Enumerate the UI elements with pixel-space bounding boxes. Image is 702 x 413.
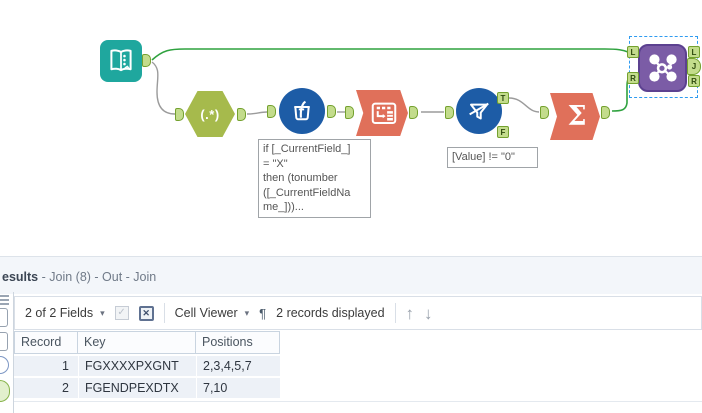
results-grid: Record Key Positions 1 FGXXXXPXGNT 2,3,4… <box>14 331 280 398</box>
panel-run-icon[interactable] <box>0 380 10 402</box>
results-titlebar: esults - Join (8) - Out - Join <box>0 256 702 294</box>
cell-record[interactable]: 1 <box>14 356 78 376</box>
tool-join[interactable] <box>638 44 687 92</box>
filter-true-anchor[interactable]: T <box>497 92 509 104</box>
filter-annotation[interactable]: [Value] != "0" <box>447 147 538 168</box>
regex-input-anchor[interactable] <box>175 108 184 121</box>
panel-circle-icon[interactable] <box>0 356 9 374</box>
cell-positions[interactable]: 2,3,4,5,7 <box>196 356 280 376</box>
select-all-checkbox-icon[interactable]: ✓ <box>114 306 129 320</box>
records-displayed-label: 2 records displayed <box>276 306 385 320</box>
tool-transpose[interactable] <box>356 90 408 136</box>
table-row[interactable]: 2 FGENDPEXDTX 7,10 <box>14 378 280 398</box>
join-right-output-anchor[interactable]: R <box>688 75 700 87</box>
transpose-input-anchor[interactable] <box>345 106 354 119</box>
beaker-formula-icon <box>294 100 310 121</box>
deselect-box-icon[interactable]: ✕ <box>138 305 154 321</box>
arrow-down-icon[interactable]: ↓ <box>424 303 433 323</box>
workflow-canvas[interactable]: (.*) <box>0 0 702 256</box>
column-header-record[interactable]: Record <box>14 331 78 354</box>
panel-list-icon[interactable] <box>0 293 9 307</box>
panel-toggle-icon[interactable] <box>0 308 8 327</box>
regex-output-anchor[interactable] <box>237 108 246 121</box>
horizontal-scrollbar-area[interactable] <box>14 401 702 413</box>
filter-input-anchor[interactable] <box>445 106 454 119</box>
results-title: esults - Join (8) - Out - Join <box>2 270 156 284</box>
sigma-icon: Σ <box>567 101 587 132</box>
anchor-label-t: T <box>500 93 506 103</box>
panel-toggle-icon[interactable] <box>0 332 8 351</box>
regex-pattern-label: (.*) <box>200 106 220 122</box>
chevron-down-icon[interactable]: ▾ <box>100 307 105 318</box>
toolbar-divider <box>163 303 165 323</box>
join-left-input-anchor[interactable]: L <box>627 46 639 58</box>
anchor-label-j: J <box>691 62 697 71</box>
tool-summarize[interactable]: Σ <box>550 93 600 140</box>
input-output-anchor[interactable] <box>142 54 151 67</box>
transpose-output-anchor[interactable] <box>409 106 418 119</box>
results-title-rest: - Join (8) - Out - Join <box>38 270 157 284</box>
anchor-label-l: L <box>630 47 636 57</box>
cell-key[interactable]: FGENDPEXDTX <box>78 378 196 398</box>
toolbar-divider <box>394 303 396 323</box>
anchor-label-r: R <box>630 73 636 83</box>
column-header-positions[interactable]: Positions <box>196 331 280 354</box>
anchor-label-f: F <box>500 127 506 137</box>
join-right-input-anchor[interactable]: R <box>627 72 639 84</box>
cell-viewer-label: Cell Viewer <box>174 306 238 320</box>
grid-header: Record Key Positions <box>14 331 280 354</box>
whitespace-toggle-icon[interactable]: ¶ <box>259 305 267 321</box>
anchor-label-l: L <box>691 47 697 57</box>
open-book-icon <box>110 49 132 72</box>
chevron-down-icon[interactable]: ▾ <box>244 307 250 318</box>
results-title-bold: esults <box>2 270 39 284</box>
column-header-key[interactable]: Key <box>78 331 196 354</box>
tool-formula[interactable] <box>279 88 325 134</box>
join-left-output-anchor[interactable]: L <box>688 46 700 58</box>
summarize-input-anchor[interactable] <box>540 106 549 119</box>
filter-funnel-icon <box>469 102 489 120</box>
fields-dropdown[interactable]: 2 of 2 Fields <box>25 306 93 320</box>
transpose-icon <box>371 102 396 124</box>
cell-positions[interactable]: 7,10 <box>196 378 280 398</box>
cell-key[interactable]: FGXXXXPXGNT <box>78 356 196 376</box>
cell-viewer-dropdown[interactable]: Cell Viewer <box>175 306 238 320</box>
tool-input-data[interactable] <box>100 40 142 82</box>
results-panel: esults - Join (8) - Out - Join 2 of 2 Fi… <box>0 256 702 413</box>
anchor-label-r: R <box>691 76 697 86</box>
filter-false-anchor[interactable]: F <box>497 126 509 138</box>
strip-separator <box>13 292 14 413</box>
fields-dropdown-label: 2 of 2 Fields <box>25 306 94 320</box>
summarize-output-anchor[interactable] <box>601 106 610 119</box>
arrow-up-icon[interactable]: ↑ <box>405 303 415 323</box>
table-row[interactable]: 1 FGXXXXPXGNT 2,3,4,5,7 <box>14 356 280 376</box>
formula-annotation[interactable]: if [_CurrentField_] = "X" then (tonumber… <box>258 139 371 218</box>
formula-input-anchor[interactable] <box>267 105 276 118</box>
join-molecule-icon <box>648 54 677 82</box>
join-join-output-anchor[interactable]: J <box>687 58 701 75</box>
results-toolbar: 2 of 2 Fields ▾ ✓ ✕ Cell Viewer ▾ ¶ 2 re… <box>14 296 702 330</box>
tool-filter[interactable] <box>456 88 502 134</box>
connection-wires <box>151 48 632 115</box>
formula-output-anchor[interactable] <box>327 105 336 118</box>
cell-record[interactable]: 2 <box>14 378 78 398</box>
